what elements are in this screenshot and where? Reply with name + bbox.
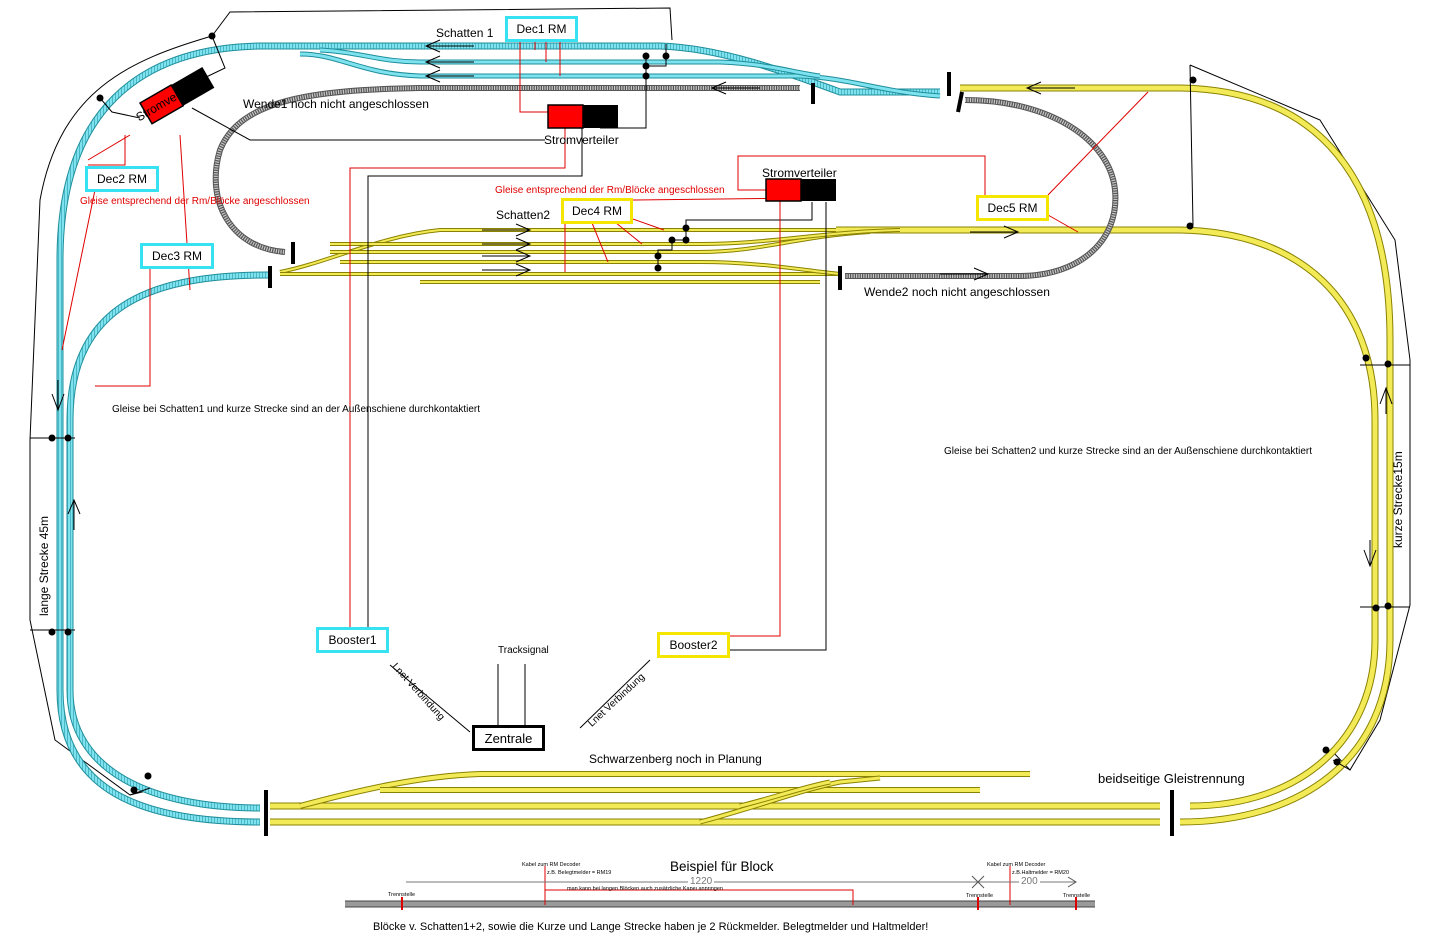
stromverteiler-top (547, 104, 618, 129)
tracksignal-label: Tracksignal (498, 645, 549, 656)
legend-length-1220: 1220 (688, 876, 715, 887)
dec2-rm-box: Dec2 RM (85, 166, 159, 192)
feeder-dots (48, 32, 1392, 794)
zentrale-box: Zentrale (472, 725, 545, 751)
legend-belegt: z.B. Belegtmelder = RM19 (547, 870, 612, 876)
wende2-label: Wende2 noch nicht angeschlossen (864, 285, 1050, 299)
legend-kabel-right: Kabel zum RM Decoder (987, 862, 1046, 868)
dec4-rm-box: Dec4 RM (561, 198, 633, 224)
lange-strecke-label: lange Strecke 45m (37, 515, 51, 616)
track-isolation-bars (264, 72, 1174, 836)
legend-track (345, 900, 1095, 908)
stromverteiler-left (138, 67, 215, 125)
schatten1-label: Schatten 1 (436, 26, 494, 40)
legend-kabel-left: Kabel zum RM Decoder (522, 862, 581, 868)
legend-footer: Blöcke v. Schatten1+2, sowie die Kurze u… (373, 921, 929, 933)
kurze-strecke-label: kurze Strecke15m (1391, 451, 1405, 548)
gleise-rm-label-left: Gleise entsprechend der Rm/Blöcke angesc… (80, 196, 310, 207)
legend-length-200: 200 (1019, 876, 1040, 887)
direction-arrows (51, 39, 1393, 568)
dec5-rm-box: Dec5 RM (976, 195, 1049, 221)
legend-annotations (401, 866, 1077, 910)
dec3-rm-box: Dec3 RM (140, 243, 214, 269)
yellow-track-group (270, 84, 1394, 826)
right-boundary-line (1189, 64, 1411, 771)
legend-trennstelle-right: Trennstelle (1063, 893, 1091, 899)
legend-trennstelle-mid: Trennstelle (966, 893, 994, 899)
wende1-label: Wende1 noch nicht angeschlossen (243, 97, 429, 111)
gleise-schatten2-note: Gleise bei Schatten2 und kurze Strecke s… (944, 446, 1312, 457)
black-wires (30, 35, 1410, 796)
legend-title: Beispiel für Block (670, 859, 774, 874)
stromverteiler-right-label: Stromverteiler (762, 166, 837, 180)
schwarzenberg-label: Schwarzenberg noch in Planung (589, 752, 762, 766)
cyan-track-group (56, 42, 941, 826)
outer-boundary-line (29, 35, 213, 796)
legend-trennstelle-left: Trennstelle (388, 892, 416, 898)
gleise-rm-label-right: Gleise entsprechend der Rm/Blöcke angesc… (495, 185, 725, 196)
top-boundary-line (211, 7, 673, 41)
gleise-schatten1-note: Gleise bei Schatten1 und kurze Strecke s… (112, 404, 480, 415)
legend-halt: z.B.Haltmelder = RM20 (1012, 870, 1070, 876)
stromverteiler-top-label: Stromverteiler (544, 133, 619, 147)
beidseitige-label: beidseitige Gleistrennung (1098, 771, 1245, 786)
dec1-rm-box: Dec1 RM (505, 16, 578, 42)
booster1-box: Booster1 (316, 627, 389, 653)
stromverteiler-right (765, 178, 836, 202)
schatten2-label: Schatten2 (496, 208, 551, 222)
booster2-box: Booster2 (657, 632, 730, 658)
legend-zusatz: man kann bei langen Blöcken auch zusätzl… (567, 886, 723, 892)
grey-wende-loops (212, 85, 1119, 279)
